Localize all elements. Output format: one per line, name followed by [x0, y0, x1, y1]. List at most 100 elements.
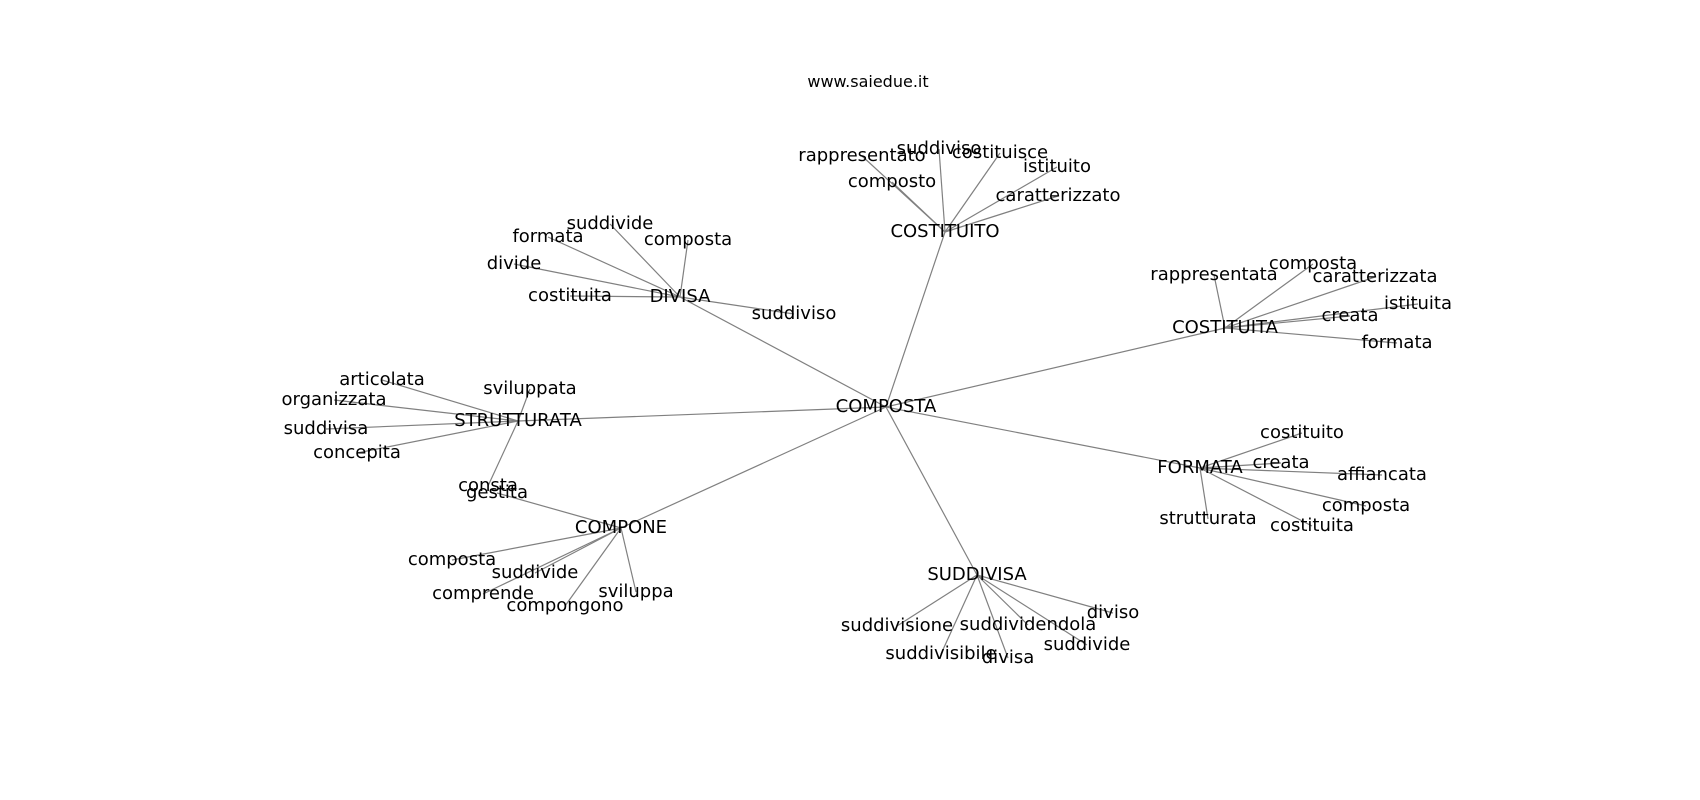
edge-strutturata-0 — [381, 379, 519, 422]
leaf-node-divisa-4: costituita — [528, 285, 612, 306]
leaf-node-formata-2: affiancata — [1337, 464, 1427, 485]
edge-costituita-1 — [1224, 263, 1314, 329]
center-node-label: COMPOSTA — [836, 396, 937, 417]
leaf-node-compone-2: suddivide — [492, 562, 579, 583]
leaf-node-costituita-5: formata — [1361, 332, 1432, 353]
edge-costituita-4 — [1224, 315, 1351, 329]
leaf-node-suddivisa-4: suddivisibile — [885, 643, 996, 664]
edge-divisa-4 — [569, 295, 681, 298]
edge-center-costituita — [885, 327, 1226, 408]
edge-suddivisa-4 — [940, 574, 978, 655]
hub-node-formata: FORMATA — [1157, 457, 1243, 478]
edge-center-suddivisa — [885, 406, 978, 576]
edge-costituita-3 — [1224, 303, 1419, 329]
leaf-node-costituito-1: suddiviso — [897, 138, 982, 159]
edge-compone-4 — [620, 527, 637, 593]
edge-compone-3 — [482, 527, 622, 595]
leaf-node-strutturata-5: consta — [458, 475, 518, 496]
edge-formata-3 — [1199, 467, 1367, 507]
edge-formata-1 — [1199, 462, 1282, 469]
leaf-node-compone-4: sviluppa — [598, 581, 673, 602]
edge-compone-0 — [496, 492, 622, 529]
edge-divisa-2 — [679, 239, 689, 298]
edge-strutturata-5 — [487, 420, 519, 487]
leaf-node-costituito-4: composto — [848, 171, 936, 192]
edge-strutturata-3 — [325, 420, 519, 430]
leaf-node-strutturata-0: articolata — [339, 369, 425, 390]
leaf-node-divisa-5: suddiviso — [752, 303, 837, 324]
edge-formata-4 — [1199, 467, 1209, 520]
edge-strutturata-1 — [333, 399, 519, 422]
leaf-node-strutturata-3: suddivisa — [284, 418, 369, 439]
leaf-node-formata-1: creata — [1252, 452, 1309, 473]
hub-node-strutturata: STRUTTURATA — [454, 410, 582, 431]
leaf-node-strutturata-2: sviluppata — [483, 378, 576, 399]
edge-costituita-0 — [1213, 274, 1226, 329]
edge-center-strutturata — [517, 406, 887, 422]
edge-formata-5 — [1199, 467, 1313, 527]
edge-formata-0 — [1199, 432, 1303, 469]
leaf-node-suddivisa-3: suddivide — [1044, 634, 1131, 655]
edge-suddivisa-1 — [896, 574, 978, 627]
edge-center-costituito — [885, 231, 946, 408]
edge-center-divisa — [679, 296, 887, 408]
leaf-node-compone-5: compongono — [506, 595, 623, 616]
edge-compone-5 — [564, 527, 622, 607]
leaf-node-costituita-1: composta — [1269, 253, 1357, 274]
leaf-node-strutturata-4: concepita — [313, 442, 401, 463]
leaf-node-costituito-2: costituisce — [952, 142, 1048, 163]
site-watermark: www.saiedue.it — [807, 72, 928, 91]
edge-suddivisa-3 — [976, 574, 1088, 646]
leaf-node-compone-3: comprende — [432, 583, 534, 604]
hub-node-costituita: COSTITUITA — [1172, 317, 1279, 338]
leaf-node-costituito-0: rappresentato — [798, 145, 925, 166]
leaf-node-suddivisa-1: suddivisione — [841, 615, 953, 636]
leaf-node-costituita-3: istituita — [1384, 293, 1452, 314]
edge-costituito-5 — [944, 195, 1059, 233]
edge-suddivisa-5 — [976, 574, 1009, 659]
leaf-node-costituito-5: caratterizzato — [996, 185, 1121, 206]
edge-costituita-2 — [1224, 276, 1376, 329]
leaf-node-divisa-3: divide — [487, 253, 542, 274]
edge-strutturata-4 — [356, 420, 519, 454]
leaf-node-divisa-2: composta — [644, 229, 732, 250]
hub-node-divisa: DIVISA — [650, 286, 712, 307]
leaf-node-compone-1: composta — [408, 549, 496, 570]
edge-costituito-4 — [891, 181, 946, 233]
edge-costituito-2 — [944, 152, 1001, 233]
leaf-node-formata-4: strutturata — [1159, 508, 1256, 529]
edge-center-formata — [885, 406, 1201, 469]
leaf-node-costituita-0: rappresentata — [1150, 264, 1277, 285]
leaf-node-costituito-3: istituito — [1023, 156, 1091, 177]
hub-node-compone: COMPONE — [575, 517, 667, 538]
leaf-node-costituita-4: creata — [1321, 305, 1378, 326]
edge-center-compone — [620, 406, 887, 529]
leaf-node-divisa-0: suddivide — [567, 213, 654, 234]
edge-costituito-3 — [944, 166, 1058, 233]
leaf-node-formata-5: costituita — [1270, 515, 1354, 536]
edge-formata-2 — [1199, 467, 1383, 476]
edge-suddivisa-0 — [976, 574, 1114, 614]
edges-layer — [325, 148, 1419, 659]
leaf-node-suddivisa-2: suddividendola — [960, 614, 1097, 635]
edge-strutturata-2 — [517, 388, 531, 422]
hub-node-suddivisa: SUDDIVISA — [927, 564, 1027, 585]
leaf-node-compone-0: gestita — [466, 482, 528, 503]
leaf-node-strutturata-1: organizzata — [282, 389, 387, 410]
edge-divisa-1 — [547, 236, 681, 298]
leaf-node-divisa-1: formata — [512, 226, 583, 247]
edge-costituito-1 — [938, 148, 946, 233]
hub-node-costituito: COSTITUITO — [890, 221, 999, 242]
leaf-node-formata-0: costituito — [1260, 422, 1344, 443]
edge-suddivisa-2 — [976, 574, 1029, 626]
leaf-node-costituita-2: caratterizzata — [1313, 266, 1438, 287]
edge-divisa-3 — [513, 263, 681, 298]
labels-layer: COMPOSTACOSTITUITOrappresentatosuddiviso… — [282, 138, 1452, 668]
leaf-node-suddivisa-0: diviso — [1087, 602, 1139, 623]
edge-costituita-5 — [1224, 327, 1398, 344]
leaf-node-suddivisa-5: divisa — [982, 647, 1035, 668]
leaf-node-formata-3: composta — [1322, 495, 1410, 516]
edge-divisa-0 — [609, 223, 681, 298]
edge-compone-1 — [451, 527, 622, 561]
